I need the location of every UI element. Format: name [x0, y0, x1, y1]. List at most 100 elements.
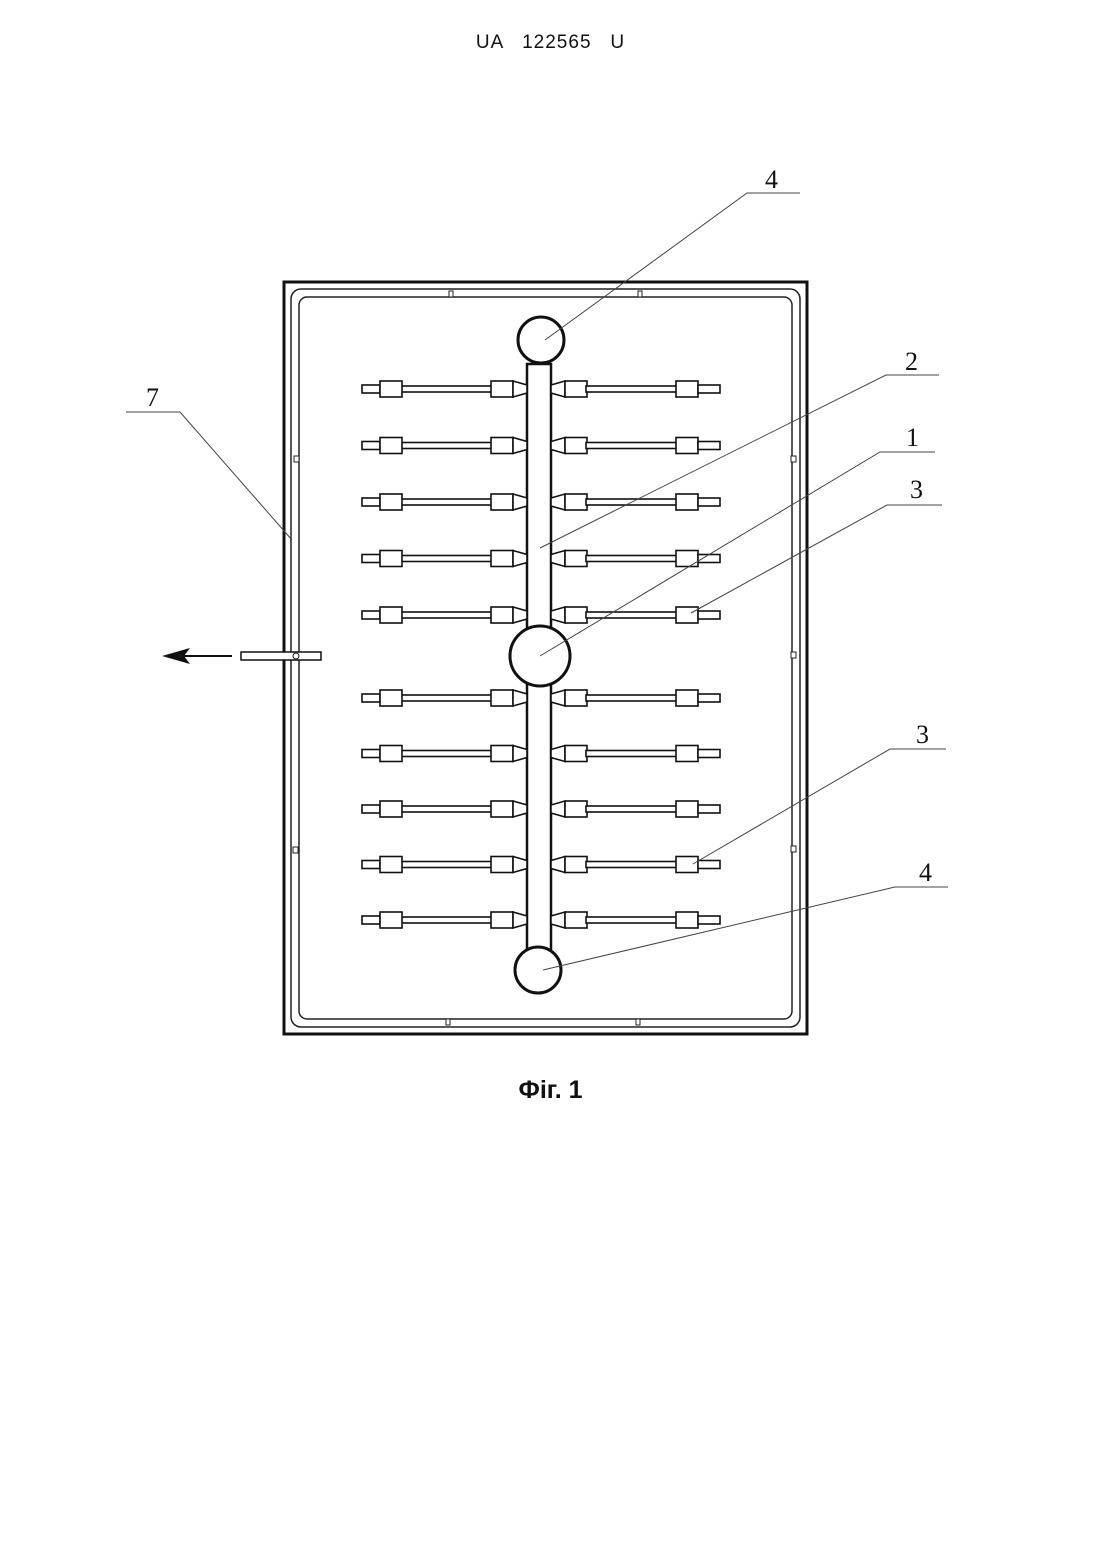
- callout-2: 2: [905, 347, 918, 376]
- connector-left-outer: [380, 551, 402, 567]
- branch-end-left: [362, 498, 380, 506]
- connector-right-outer: [676, 801, 698, 817]
- branch-end-left: [362, 861, 380, 869]
- branch-pipe-left: [398, 499, 492, 505]
- bottom-collector: [515, 947, 561, 993]
- branch-end-right: [698, 916, 720, 924]
- branch-end-left: [362, 750, 380, 758]
- connector-right-outer: [676, 494, 698, 510]
- tee-right: [551, 494, 565, 510]
- connector-right-outer: [676, 857, 698, 873]
- connector-left-inner: [491, 438, 513, 454]
- branch-pipe-left: [398, 806, 492, 812]
- branch-end-right: [698, 611, 720, 619]
- connector-left-outer: [380, 857, 402, 873]
- connector-left-outer: [380, 746, 402, 762]
- branch-end-left: [362, 805, 380, 813]
- branch-pipe-left: [398, 443, 492, 449]
- connector-left-outer: [380, 801, 402, 817]
- tee-left: [513, 690, 527, 706]
- tee-left: [513, 494, 527, 510]
- leader-3-upper: [691, 505, 942, 613]
- branch-pipe-left: [398, 556, 492, 562]
- callout-3-lower: 3: [916, 720, 929, 749]
- tee-right: [551, 801, 565, 817]
- tee-left: [513, 381, 527, 397]
- connector-left-inner: [491, 381, 513, 397]
- tee-left: [513, 551, 527, 567]
- branch-end-right: [698, 805, 720, 813]
- connector-left-inner: [491, 690, 513, 706]
- branch-end-right: [698, 861, 720, 869]
- tee-right: [551, 607, 565, 623]
- branch-end-right: [698, 442, 720, 450]
- branch-end-right: [698, 750, 720, 758]
- branch-pipe-right: [586, 612, 678, 618]
- connector-right-outer: [676, 551, 698, 567]
- connector-right-inner: [565, 381, 587, 397]
- connector-right-inner: [565, 857, 587, 873]
- leader-7: [126, 412, 292, 540]
- connector-right-inner: [565, 607, 587, 623]
- tee-right: [551, 690, 565, 706]
- connector-right-inner: [565, 438, 587, 454]
- connector-right-inner: [565, 551, 587, 567]
- connector-left-outer: [380, 438, 402, 454]
- branch-pipe-right: [586, 386, 678, 392]
- callout-4-bottom: 4: [919, 858, 932, 887]
- branch-end-right: [698, 555, 720, 563]
- connector-left-inner: [491, 857, 513, 873]
- connector-left-inner: [491, 801, 513, 817]
- branch-pipe-left: [398, 386, 492, 392]
- branch-end-right: [698, 385, 720, 393]
- branch-end-left: [362, 694, 380, 702]
- outlet-pipe: [241, 652, 321, 660]
- branch-end-left: [362, 385, 380, 393]
- connector-right-inner: [565, 801, 587, 817]
- branch-pipe-left: [398, 917, 492, 923]
- connector-right-inner: [565, 690, 587, 706]
- leader-4-bottom: [543, 887, 948, 970]
- branch-end-right: [698, 694, 720, 702]
- connector-left-outer: [380, 381, 402, 397]
- connector-left-inner: [491, 912, 513, 928]
- branch-pipe-right: [586, 917, 678, 923]
- connector-right-inner: [565, 746, 587, 762]
- tee-right: [551, 381, 565, 397]
- tee-right: [551, 438, 565, 454]
- connector-left-outer: [380, 912, 402, 928]
- tee-left: [513, 912, 527, 928]
- connector-right-outer: [676, 912, 698, 928]
- connector-left-outer: [380, 607, 402, 623]
- outlet-pipe-joint: [293, 653, 299, 659]
- connector-left-outer: [380, 690, 402, 706]
- connector-left-inner: [491, 494, 513, 510]
- tee-right: [551, 551, 565, 567]
- branch-pipe-left: [398, 751, 492, 757]
- tee-right: [551, 746, 565, 762]
- leader-2: [540, 375, 939, 548]
- callout-4-top: 4: [765, 165, 778, 194]
- branch-pipe-right: [586, 443, 678, 449]
- branch-end-right: [698, 498, 720, 506]
- connector-right-outer: [676, 746, 698, 762]
- top-collector: [518, 317, 564, 363]
- connector-left-outer: [380, 494, 402, 510]
- branch-pipe-right: [586, 751, 678, 757]
- branch-end-left: [362, 442, 380, 450]
- leader-3-lower: [693, 749, 946, 864]
- connector-right-outer: [676, 607, 698, 623]
- leader-4-top: [545, 193, 800, 340]
- tee-right: [551, 912, 565, 928]
- branch-pipe-right: [586, 806, 678, 812]
- connector-right-outer: [676, 381, 698, 397]
- branch-end-left: [362, 916, 380, 924]
- tee-left: [513, 857, 527, 873]
- connector-right-outer: [676, 690, 698, 706]
- branch-end-left: [362, 555, 380, 563]
- connector-left-inner: [491, 551, 513, 567]
- branch-pipe-left: [398, 612, 492, 618]
- branch-pipe-left: [398, 695, 492, 701]
- branch-pipe-right: [586, 556, 678, 562]
